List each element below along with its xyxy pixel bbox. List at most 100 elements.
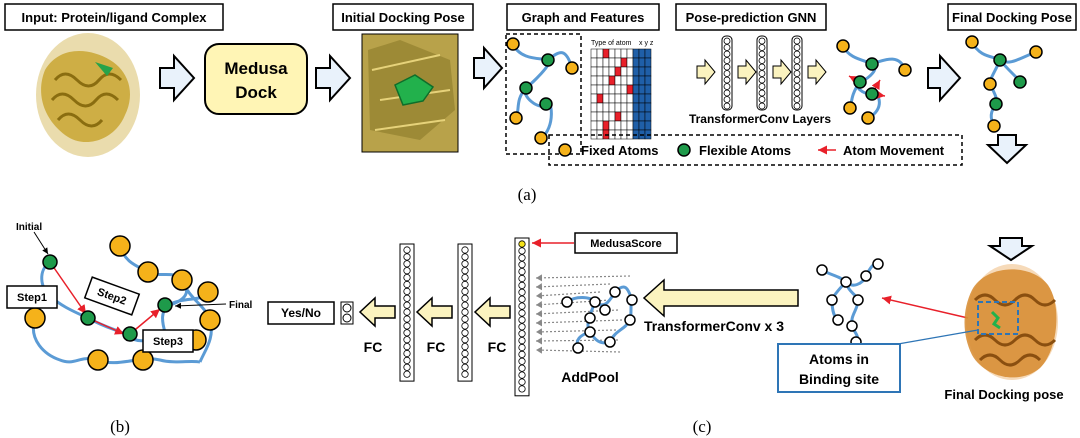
fc-neuron [403, 349, 411, 358]
yes-no-box: Yes/No [267, 301, 335, 325]
binding-site-graph [816, 258, 884, 348]
step2-box: Step2 [83, 276, 141, 316]
feature-cell [596, 48, 604, 59]
fc-label-3: FC [488, 339, 507, 355]
feature-cell [620, 111, 628, 122]
fc-neuron [403, 356, 411, 364]
feature-cell [596, 111, 604, 122]
gnn-neuron [758, 57, 766, 64]
feature-cell [614, 48, 622, 59]
feature-cell [632, 111, 640, 122]
fc-neuron [518, 385, 526, 393]
feature-cell [596, 93, 604, 104]
feature-cell [632, 75, 640, 86]
feature-cell [620, 102, 628, 113]
feature-cell [644, 48, 652, 59]
feature-cell [644, 102, 652, 113]
svg-text:Initial Docking Pose: Initial Docking Pose [341, 10, 465, 25]
fc-neuron [403, 273, 411, 282]
transformer-x3-label: TransformerConv x 3 [644, 318, 784, 334]
feature-cell [620, 84, 628, 95]
gnn-neuron [793, 57, 801, 64]
gnn-neuron [723, 96, 731, 103]
feature-cell [608, 111, 616, 122]
feature-cell [632, 120, 640, 131]
svg-text:Atom Movement: Atom Movement [843, 143, 945, 158]
feature-cell [614, 84, 622, 95]
feature-cell [638, 57, 646, 68]
pool-arrow [535, 274, 631, 282]
gnn-title-box: Pose-prediction GNN [675, 3, 827, 31]
fc-neuron [461, 253, 469, 261]
svg-text:Dock: Dock [235, 83, 277, 102]
feature-cell [608, 93, 616, 104]
final-docking-protein-image [964, 264, 1058, 380]
fc-label-1: FC [364, 339, 383, 355]
svg-text:Fixed Atoms: Fixed Atoms [581, 143, 659, 158]
feature-cell [626, 48, 634, 59]
gnn-neuron [723, 89, 731, 97]
feature-cell [602, 84, 610, 95]
fc-neuron [403, 294, 411, 302]
fc-neuron [518, 240, 526, 248]
fc-neuron [403, 301, 411, 309]
gnn-layers [696, 35, 827, 111]
fc-neuron [518, 323, 526, 331]
gnn-neuron [723, 76, 731, 84]
fc-neuron [461, 294, 469, 302]
fc-neuron [518, 261, 526, 269]
down-flow-arrow-c [986, 237, 1036, 262]
feature-cell [590, 66, 598, 77]
svg-text:Final Docking Pose: Final Docking Pose [952, 10, 1072, 25]
gnn-neuron [723, 83, 731, 90]
feature-cell [602, 102, 610, 113]
feature-cell [590, 111, 598, 122]
feature-cell [626, 75, 634, 86]
feature-cell [602, 57, 610, 68]
feature-cell [626, 57, 634, 68]
feature-cell [620, 120, 628, 131]
svg-text:Graph and Features: Graph and Features [522, 10, 645, 25]
gnn-neuron [723, 102, 731, 110]
feature-cell [608, 84, 616, 95]
initial-pose-title-box: Initial Docking Pose [332, 3, 474, 31]
feature-cell [632, 57, 640, 68]
feature-cell [596, 57, 604, 68]
fc-neuron [461, 260, 469, 268]
fc-neuron [403, 267, 411, 275]
gnn-neuron [793, 44, 801, 51]
feature-cell [602, 66, 610, 77]
feature-cell [626, 93, 634, 104]
down-flow-arrow [985, 134, 1029, 165]
fc-neuron [461, 370, 469, 378]
graph-dashed-box [505, 33, 582, 155]
svg-text:x y z: x y z [639, 40, 654, 47]
feature-cell [602, 93, 610, 104]
medusascore-box: MedusaScore [574, 232, 678, 254]
gnn-neuron [758, 102, 766, 110]
fc-neuron [518, 316, 526, 324]
fc-neuron [461, 322, 469, 330]
fc-neuron [518, 350, 526, 358]
feature-cell [632, 66, 640, 77]
caption-c: (c) [693, 417, 712, 436]
gnn-neuron [793, 63, 801, 71]
svg-text:Yes/No: Yes/No [281, 306, 321, 320]
feature-cell [614, 120, 622, 131]
feature-cell [644, 75, 652, 86]
graph-title-box: Graph and Features [506, 3, 660, 31]
atoms-binding-site-box: Atoms in Binding site [777, 343, 901, 393]
fc-neuron [518, 309, 526, 317]
feature-cell [590, 93, 598, 104]
feature-cell [596, 75, 604, 86]
fc-neuron [403, 253, 411, 261]
feature-cell [620, 66, 628, 77]
pool-arrow [535, 283, 611, 291]
svg-text:MedusaScore: MedusaScore [590, 238, 662, 250]
feature-cell [614, 66, 622, 77]
fc-neuron [403, 370, 411, 378]
feature-cell [632, 102, 640, 113]
gnn-neuron [723, 57, 731, 64]
svg-text:Atoms in: Atoms in [809, 351, 869, 367]
fc-neuron [518, 274, 526, 283]
